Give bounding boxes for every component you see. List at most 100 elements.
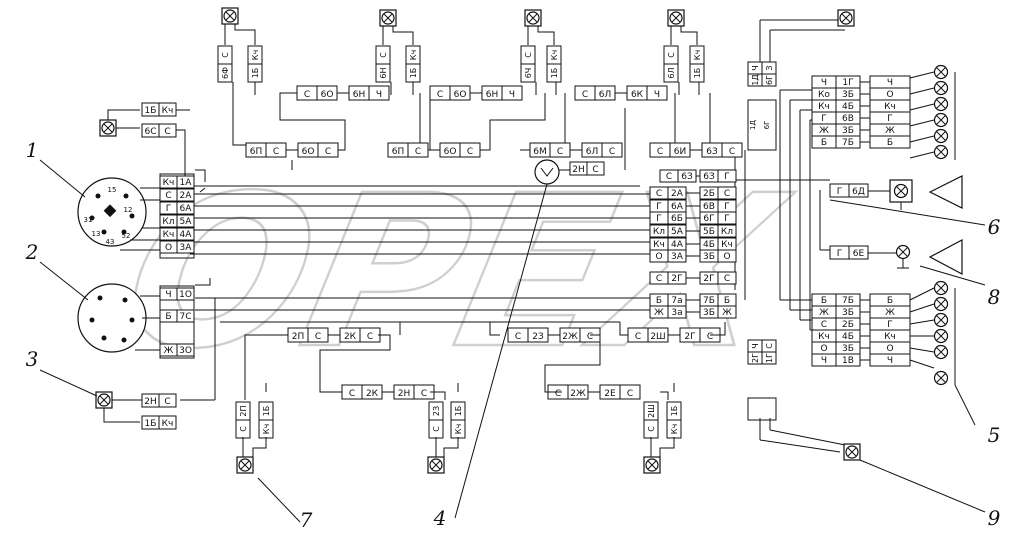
terminal-label: О [886,344,893,354]
bulb-icon [933,64,949,80]
terminal-label: С [627,389,633,399]
terminal-label: 2Б [842,320,854,330]
terminal-cell: Ч [869,75,911,89]
terminal-label: 6А [671,202,684,212]
plug-label: 1Б [251,68,260,79]
terminal-label: С [367,332,373,342]
terminal-label: Г [837,249,843,259]
callout-leaders [39,159,986,523]
terminal-label: 6В [703,202,715,212]
terminal-label: 1Б [145,419,157,429]
triangle-icon [928,239,963,275]
terminal-label: Ж [885,308,895,318]
terminal-label: Ж [819,126,829,136]
terminal-label: Кч [721,240,733,250]
terminal-label: 3Б [842,90,854,100]
terminal-label: 6Е [853,249,865,259]
terminal-label: 6З [706,147,718,157]
terminal-label: 2К [366,389,379,399]
terminal-label: 2Ж [562,332,578,342]
terminal-label: 6Б [671,214,683,224]
bulb-icon [933,128,949,144]
plug-label: 6Ч [524,68,533,79]
terminal-label: 6К [631,90,644,100]
lamp-8: Г 6Е [829,239,963,275]
plug-label: Кч [454,424,463,434]
pin-label: 12 [124,206,133,214]
lamp-icon [643,456,661,474]
terminal-label: 6О [444,147,457,157]
plug-label: Кч [550,50,559,60]
terminal-label: О [655,252,662,262]
plug: Ч1Д [747,61,763,87]
terminal-label: 6И [674,147,686,157]
terminal-label: 2Н [398,389,411,399]
terminal-label: Б [724,296,730,306]
terminal-label: Кч [884,102,896,112]
bulb-icon [933,312,949,328]
terminal-label: 6Д [852,187,865,197]
terminal-label: 6Л [586,147,599,157]
lamp-plug: С6Ч [520,45,536,83]
terminal-label: С [467,147,473,157]
lamp-plug: С6Ф [217,45,233,83]
plug-label: 1Д [751,74,760,85]
terminal-label: 3Б [703,252,715,262]
terminal-cell: Ж [869,305,911,319]
terminal-label: Ч [165,290,171,300]
terminal-label: О [723,252,730,262]
lamp-icon [667,9,685,27]
terminal-label: Ч [887,356,893,366]
terminal-label: Ко [818,90,830,100]
callout-1: 1 [26,138,39,162]
callout-7: 7 [300,508,313,532]
bulb-icon [933,280,949,296]
terminal-label: С [724,274,730,284]
pin-label: 15 [108,186,117,194]
bottom-connector-wires [244,322,726,400]
callout-2: 2 [25,240,39,264]
plug-label: 6Г [763,121,771,130]
terminal-label: Ч [821,356,827,366]
terminal-label: С [165,191,171,201]
plug-label: 1Б [550,68,559,79]
terminal-label: 3А [671,252,684,262]
terminal-label: 6М [533,147,547,157]
bulb-icon [933,112,949,128]
terminal-label: 7Б [842,138,854,148]
terminal-label: О [165,243,172,253]
terminal-label: Ч [376,90,382,100]
terminal-label: 4Б [703,240,715,250]
callout-6: 6 [988,215,1001,239]
terminal-label: 2А [180,191,193,201]
terminal-label: С [587,332,593,342]
callout-5: 5 [988,423,1001,447]
terminal-label: 7С [179,312,191,322]
terminal-label: 2Ш [650,332,665,342]
bulb-icon [933,144,949,160]
